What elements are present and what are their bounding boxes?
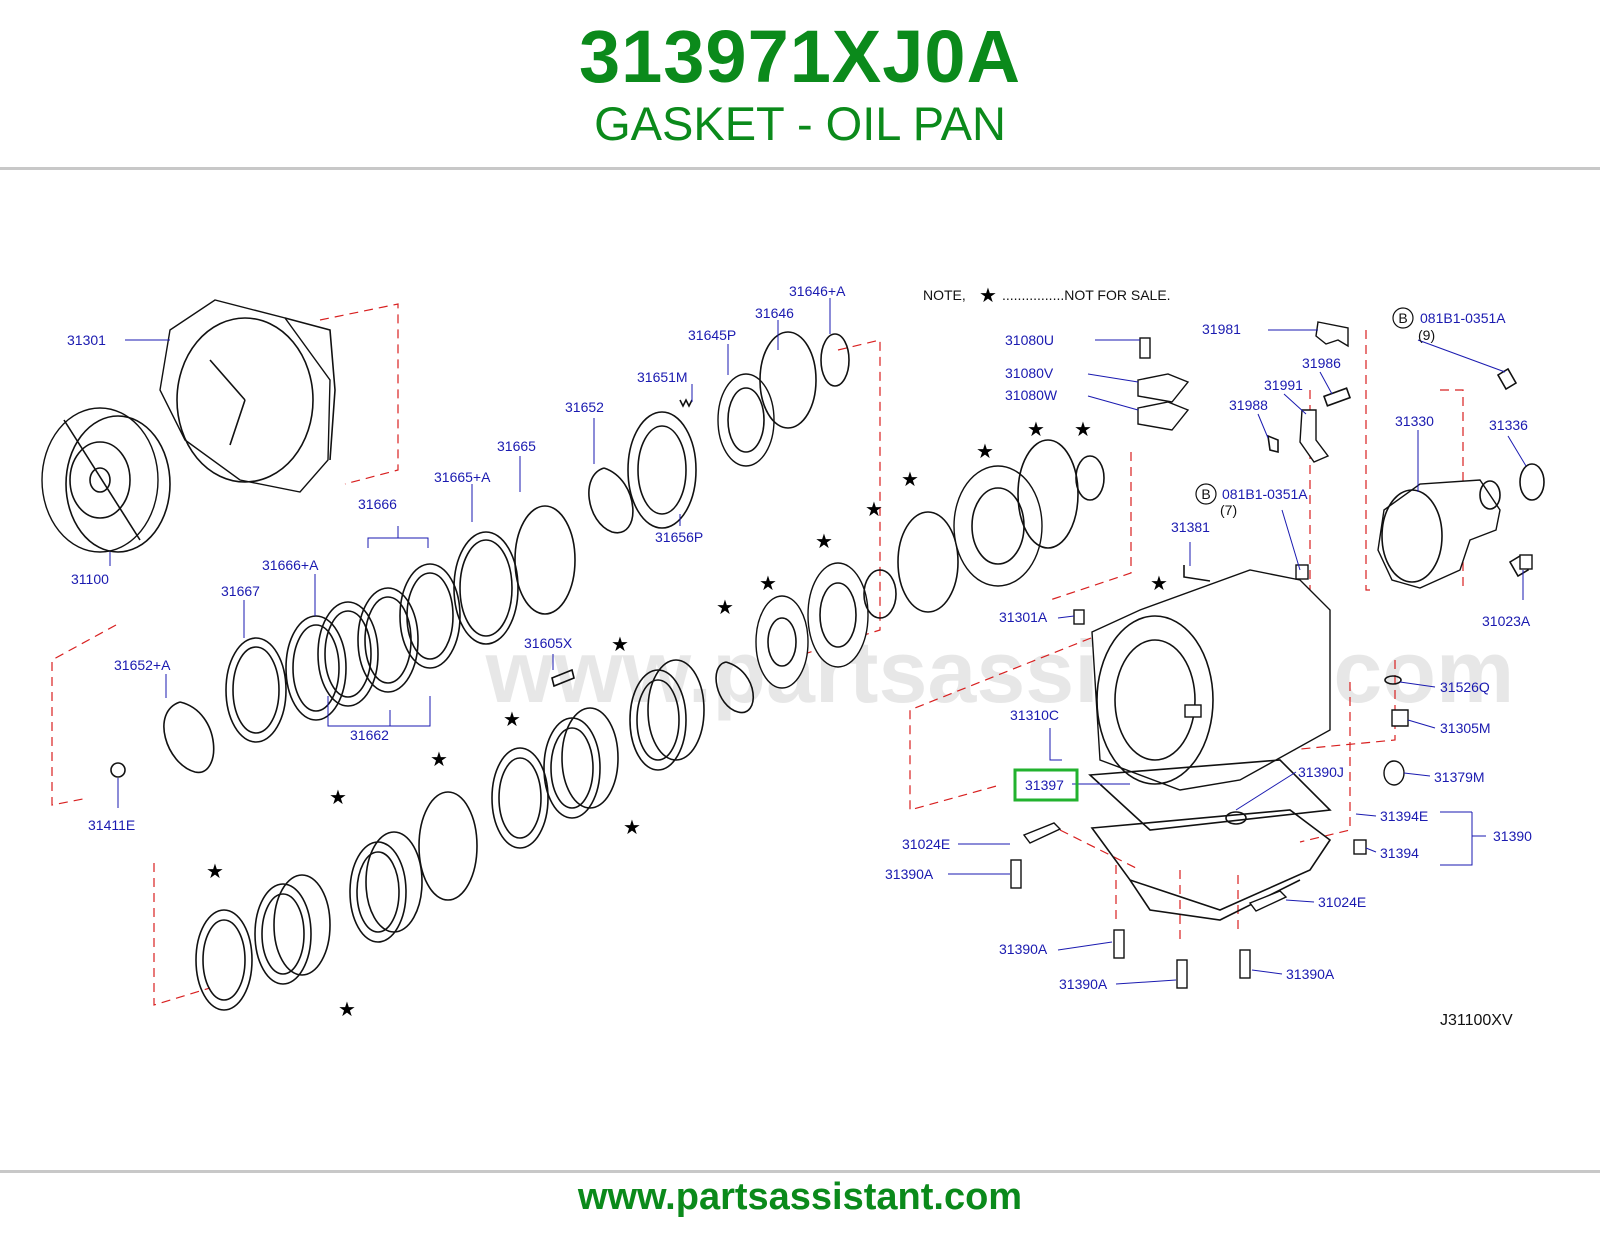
highlighted-part-callout[interactable]: 31397 bbox=[1025, 777, 1064, 793]
part-callout[interactable]: 31024E bbox=[902, 836, 950, 852]
part-callout[interactable]: 31381 bbox=[1171, 519, 1210, 535]
part-callout[interactable]: 081B1-0351A bbox=[1420, 310, 1506, 326]
svg-text:★: ★ bbox=[759, 573, 777, 595]
page-header: 313971XJ0A GASKET - OIL PAN bbox=[0, 0, 1600, 170]
callout-leader-lines bbox=[109, 298, 1527, 985]
part-callout[interactable]: 31652+A bbox=[114, 657, 171, 673]
part-callout[interactable]: 31666+A bbox=[262, 557, 319, 573]
svg-text:★: ★ bbox=[503, 709, 521, 731]
footer-divider bbox=[0, 1170, 1600, 1173]
transmission-case-and-oil-pan bbox=[1010, 554, 1533, 989]
bolt-group-b-letter: B bbox=[1398, 310, 1407, 326]
part-callout[interactable]: 31301A bbox=[999, 609, 1048, 625]
svg-text:★: ★ bbox=[976, 441, 994, 463]
part-callout[interactable]: 31665+A bbox=[434, 469, 491, 485]
part-callout[interactable]: 31652 bbox=[565, 399, 604, 415]
svg-text:★: ★ bbox=[1027, 419, 1045, 441]
part-callout[interactable]: 31390A bbox=[885, 866, 934, 882]
part-callout[interactable]: 31665 bbox=[497, 438, 536, 454]
part-callout[interactable]: 31080V bbox=[1005, 365, 1054, 381]
part-callout[interactable]: 31656P bbox=[655, 529, 703, 545]
svg-text:★: ★ bbox=[1150, 573, 1168, 595]
svg-text:★: ★ bbox=[979, 285, 997, 307]
diagram-reference-code: J31100XV bbox=[1440, 1012, 1513, 1029]
part-callout[interactable]: 31100 bbox=[71, 571, 109, 587]
part-quantity: (9) bbox=[1418, 327, 1435, 343]
part-callout[interactable]: 31080U bbox=[1005, 332, 1054, 348]
part-callout[interactable]: 31666 bbox=[358, 496, 397, 512]
part-callout[interactable]: 31390 bbox=[1493, 828, 1532, 844]
part-callout[interactable]: 31379M bbox=[1434, 769, 1485, 785]
highlighted-part-box bbox=[1013, 768, 1079, 802]
svg-text:★: ★ bbox=[1074, 419, 1092, 441]
part-callout[interactable]: 31394 bbox=[1380, 845, 1419, 861]
clutch-plate-stack-upper bbox=[225, 331, 850, 743]
svg-text:★: ★ bbox=[611, 634, 629, 656]
watermark-text: www.partsassistant.com bbox=[485, 622, 1515, 721]
part-callout[interactable]: 31645P bbox=[688, 327, 736, 343]
svg-text:★: ★ bbox=[815, 531, 833, 553]
svg-text:★: ★ bbox=[329, 787, 347, 809]
svg-text:★: ★ bbox=[716, 597, 734, 619]
part-callout[interactable]: 31981 bbox=[1202, 321, 1241, 337]
part-name-subtitle: GASKET - OIL PAN bbox=[594, 97, 1006, 150]
part-callout[interactable]: 31330 bbox=[1395, 413, 1434, 429]
snap-rings-left bbox=[110, 701, 215, 778]
svg-text:★: ★ bbox=[623, 817, 641, 839]
footer-website-link[interactable]: www.partsassistant.com bbox=[577, 1176, 1023, 1218]
part-callout[interactable]: 31024E bbox=[1318, 894, 1366, 910]
part-callout[interactable]: 31023A bbox=[1482, 613, 1531, 629]
part-callout[interactable]: 31667 bbox=[221, 583, 260, 599]
part-callout[interactable]: 31390A bbox=[1286, 966, 1335, 982]
part-callout[interactable]: 31310C bbox=[1010, 707, 1059, 723]
part-callout[interactable]: 31336 bbox=[1489, 417, 1528, 433]
bolt-group-b-letter: B bbox=[1201, 486, 1210, 502]
shift-linkage-parts bbox=[1267, 321, 1352, 463]
part-callout-labels: 31301 31100 31666 31665+A 31665 31652 31… bbox=[67, 283, 1532, 992]
part-callout[interactable]: 31080W bbox=[1005, 387, 1058, 403]
part-callout[interactable]: 31411E bbox=[88, 817, 135, 833]
planetary-gear-assembly bbox=[715, 439, 1105, 714]
part-callout[interactable]: 31390A bbox=[1059, 976, 1108, 992]
note-not-for-sale: ................NOT FOR SALE. bbox=[1002, 287, 1171, 303]
converter-housing-part bbox=[159, 299, 336, 493]
part-callout[interactable]: 31986 bbox=[1302, 355, 1341, 371]
svg-text:★: ★ bbox=[338, 999, 356, 1021]
part-callout[interactable]: 31646 bbox=[755, 305, 794, 321]
part-callout[interactable]: 31390A bbox=[999, 941, 1048, 957]
note-label: NOTE, bbox=[923, 287, 966, 303]
part-callout[interactable]: 081B1-0351A bbox=[1222, 486, 1308, 502]
part-callout[interactable]: 31605X bbox=[524, 635, 573, 651]
svg-text:★: ★ bbox=[430, 749, 448, 771]
part-callout[interactable]: 31646+A bbox=[789, 283, 846, 299]
part-callout[interactable]: 31301 bbox=[67, 332, 106, 348]
extension-housing-part bbox=[1377, 367, 1545, 589]
part-callout[interactable]: 31526Q bbox=[1440, 679, 1490, 695]
part-callout[interactable]: 31662 bbox=[350, 727, 389, 743]
part-callout[interactable]: 31390J bbox=[1298, 764, 1344, 780]
svg-text:★: ★ bbox=[865, 499, 883, 521]
part-callout[interactable]: 31394E bbox=[1380, 808, 1428, 824]
svg-text:★: ★ bbox=[206, 861, 224, 883]
part-callout[interactable]: 31651M bbox=[637, 369, 688, 385]
bracket-gasket-parts bbox=[1137, 337, 1190, 431]
svg-text:★: ★ bbox=[901, 469, 919, 491]
bolt-group-b-marker bbox=[1392, 307, 1414, 329]
not-for-sale-star-markers: ★ ★ ★ ★ ★ ★ ★ ★ ★ ★ ★ ★ ★ ★ ★ ★ ★ bbox=[206, 285, 1168, 1021]
part-quantity: (7) bbox=[1220, 502, 1237, 518]
part-callout[interactable]: 31988 bbox=[1229, 397, 1268, 413]
clutch-plate-stack-lower bbox=[195, 659, 705, 1011]
bolt-group-b-marker bbox=[1195, 483, 1217, 505]
part-callout[interactable]: 31991 bbox=[1264, 377, 1303, 393]
header-divider bbox=[0, 167, 1600, 170]
part-number-title: 313971XJ0A bbox=[578, 15, 1022, 98]
torque-converter-part bbox=[41, 407, 171, 553]
exploded-parts-diagram: www.partsassistant.com bbox=[0, 270, 1600, 1070]
part-callout[interactable]: 31305M bbox=[1440, 720, 1491, 736]
